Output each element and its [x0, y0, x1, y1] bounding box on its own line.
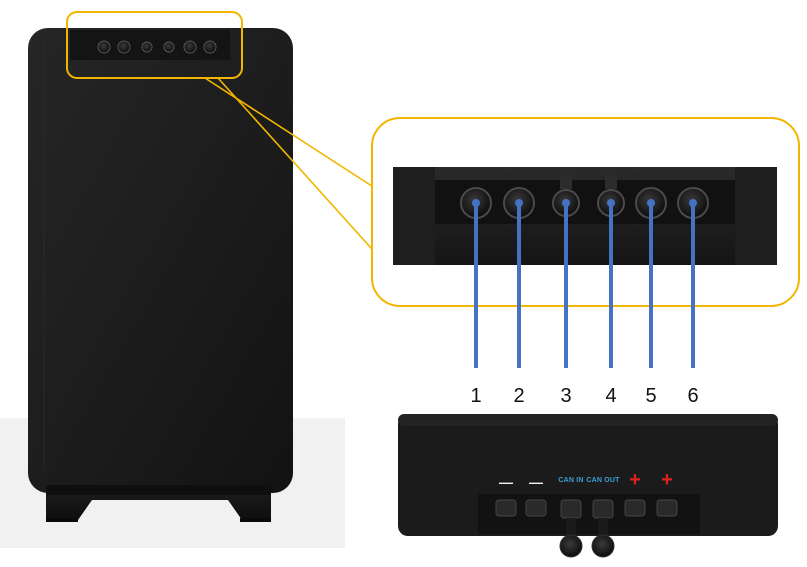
- port-number-4: 4: [605, 385, 617, 407]
- battery-body: [28, 28, 293, 493]
- can-connectors: [559, 518, 615, 558]
- port-number-6: 6: [687, 385, 699, 407]
- top-ports: [97, 40, 217, 54]
- plus-label-2: +: [661, 469, 673, 491]
- minus-label-1: —: [499, 474, 513, 490]
- callout-box-small: [66, 11, 243, 79]
- callout-line-lower: [217, 77, 399, 279]
- enlarged-ports: [460, 175, 709, 219]
- enlarged-port-panel: [393, 167, 777, 265]
- leader-lines: [472, 199, 697, 368]
- plus-label-1: +: [629, 469, 641, 491]
- port-number-2: 2: [513, 385, 525, 407]
- can-in-label: CAN IN: [558, 477, 584, 484]
- minus-label-2: —: [529, 474, 543, 490]
- battery-base: [46, 485, 271, 522]
- bottom-view-device: [398, 414, 778, 558]
- port-number-3: 3: [560, 385, 572, 407]
- port-number-5: 5: [645, 385, 657, 407]
- can-out-label: CAN OUT: [586, 477, 620, 484]
- battery-unit: [28, 28, 293, 522]
- bottom-terminals: [495, 499, 678, 519]
- port-number-1: 1: [470, 385, 482, 407]
